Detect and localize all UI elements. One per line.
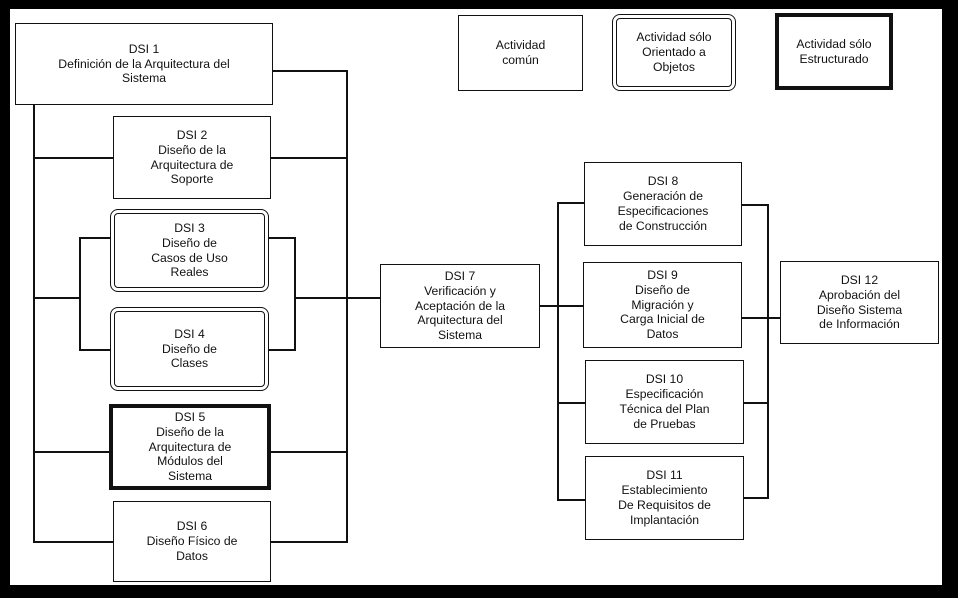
activity-dsi7-label-line-4: Arquitectura del [417, 313, 503, 328]
activity-dsi12-label-line-3: Diseño Sistema [816, 302, 903, 317]
activity-dsi1-label-line-2: Definición de la Arquitectura del [58, 56, 230, 71]
activity-dsi3-label-line-2: Diseño de [162, 235, 217, 250]
activity-dsi2-label-line-2: Diseño de la [158, 142, 226, 157]
activity-dsi8-label-line-3: Especificaciones [617, 204, 709, 218]
activity-dsi9-label-line-4: Carga Inicial de [620, 312, 705, 327]
activity-dsi2-label-line-1: DSI 2 [176, 127, 208, 142]
activity-dsi10-label-line-4: de Pruebas [633, 416, 696, 431]
connector-lines [33, 70, 782, 543]
activity-dsi3-label-line-3: Casos de Uso [151, 250, 228, 265]
legend-common-label-line-2: común [502, 53, 539, 67]
activity-dsi4-label-line-2: Diseño de [162, 341, 217, 356]
activity-dsi6-label-line-2: Diseño Físico de [146, 534, 238, 549]
activity-dsi8-label-line-4: de Construcción [618, 218, 708, 233]
activity-dsi9-label-line-2: Diseño de [635, 282, 690, 297]
legend-common-label-line-1: Actividad [495, 38, 546, 53]
legend-oo-label-line-1: Actividad sólo [636, 30, 712, 45]
activity-dsi4-label-line-3: Clases [170, 356, 209, 371]
activity-dsi8-label-line-2: Generación de [623, 189, 703, 204]
activity-dsi9-label-line-5: Datos [646, 327, 679, 342]
activity-dsi6-label-line-3: Datos [176, 548, 208, 563]
activity-dsi5-label-line-4: Módulos del [157, 454, 223, 469]
activity-dsi2-label-line-4: Soporte [170, 172, 214, 187]
activity-dsi3-label-line-1: DSI 3 [174, 220, 205, 235]
activity-dsi4-label-line-1: DSI 4 [174, 326, 205, 341]
legend-structured-label-line-2: Estructurado [799, 51, 869, 66]
activity-dsi7-label-line-3: Aceptación de la [414, 298, 506, 313]
activity-dsi2-label-line-3: Arquitectura de [150, 157, 234, 172]
activity-dsi12-label-line-4: de Información [819, 317, 900, 332]
activity-dsi11-label-line-1: DSI 11 [646, 468, 683, 483]
legend-structured-label-line-1: Actividad sólo [796, 36, 872, 51]
activity-dsi7-label-line-1: DSI 7 [444, 268, 476, 283]
legend-oo-label-line-2: Orientado a [642, 45, 706, 60]
activity-dsi10-label-line-1: DSI 10 [645, 372, 684, 387]
activity-dsi3-label-line-4: Reales [170, 265, 209, 280]
activity-dsi7-label-line-2: Verificación y [424, 283, 496, 298]
activity-dsi5-label-line-5: Sistema [167, 469, 213, 484]
activity-dsi9-label-line-3: Migración y [631, 297, 694, 312]
activity-dsi11-label-line-2: Establecimiento [621, 483, 708, 498]
activity-dsi11-label-line-3: De Requisitos de [618, 498, 711, 512]
activity-dsi10-label-line-3: Técnica del Plan [619, 402, 710, 416]
activity-dsi5-label-line-2: Diseño de la [156, 424, 224, 439]
legend-oo-label-line-3: Objetos [652, 59, 695, 74]
activity-dsi10-label-line-2: Especificación [625, 387, 704, 402]
activity-dsi6-label-line-1: DSI 6 [176, 519, 208, 534]
activity-dsi5-label-line-1: DSI 5 [174, 409, 206, 424]
activity-dsi1-label-line-1: DSI 1 [128, 41, 160, 56]
activity-dsi9-label-line-1: DSI 9 [647, 267, 678, 282]
activity-dsi8-label-line-1: DSI 8 [647, 174, 679, 189]
activity-dsi11-label-line-4: Implantación [629, 512, 700, 527]
activity-dsi7-label-line-5: Sistema [437, 328, 483, 343]
activity-dsi1-label-line-3: Sistema [121, 71, 167, 86]
activity-dsi12-label-line-2: Aprobación del [818, 287, 901, 302]
activity-dsi12-label-line-1: DSI 12 [840, 272, 879, 287]
activity-dsi5-label-line-3: Arquitectura de [148, 439, 232, 454]
